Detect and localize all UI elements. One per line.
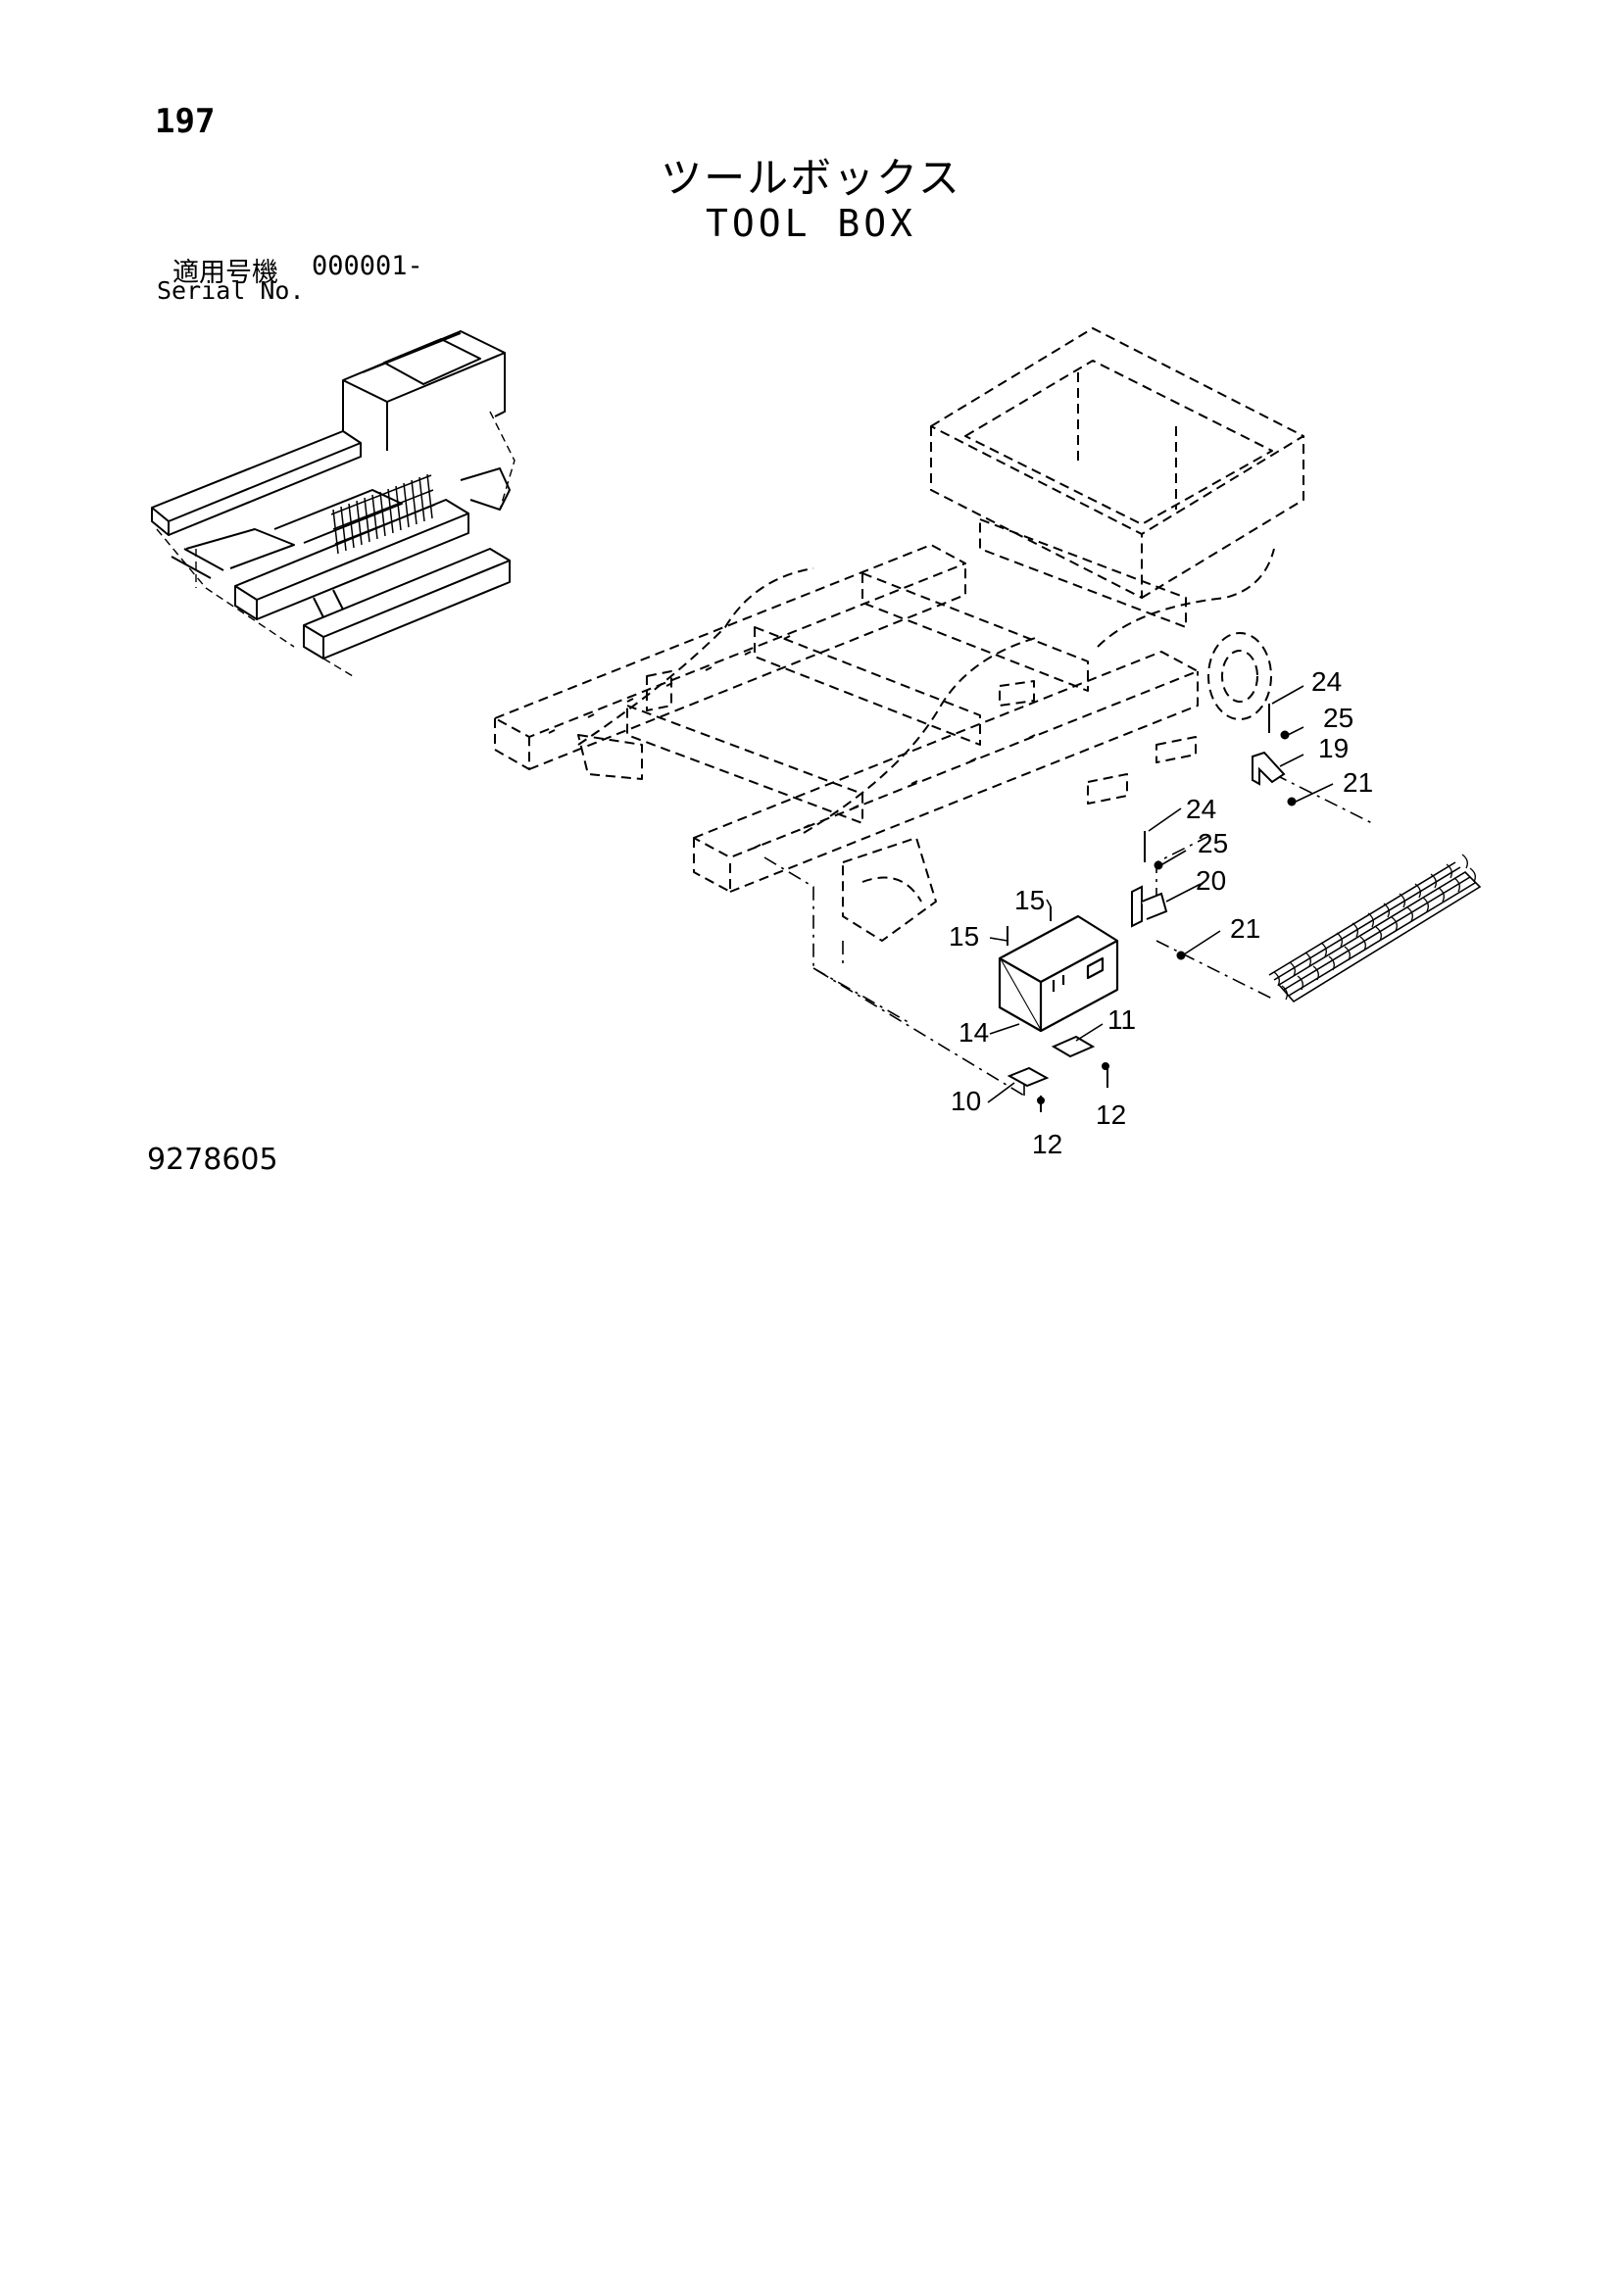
callout-24-lower: 24	[1186, 794, 1216, 824]
callout-25-lower: 25	[1198, 828, 1228, 858]
bracket-20	[1131, 885, 1168, 928]
callout-labels: 24 25 19 21 24 25 20 21 15 15 14 11 10 1…	[949, 666, 1373, 1159]
callout-21-upper: 21	[1343, 767, 1373, 798]
callout-19: 19	[1318, 733, 1349, 763]
callout-12-right: 12	[1096, 1099, 1126, 1130]
callout-leaders	[987, 685, 1334, 1103]
callout-25-upper: 25	[1323, 703, 1353, 733]
callout-20: 20	[1196, 865, 1226, 896]
page-number: 197	[155, 102, 216, 141]
callout-21-lower: 21	[1230, 913, 1260, 944]
callout-15-left: 15	[949, 921, 979, 952]
bolts	[1007, 704, 1297, 1112]
callout-24-upper: 24	[1311, 666, 1342, 697]
callout-14: 14	[958, 1017, 989, 1048]
tool-box	[998, 914, 1119, 1033]
serial-label-japanese: 適用号機	[172, 258, 278, 288]
undercarriage-frame	[494, 327, 1304, 942]
overview-thumbnail	[151, 330, 511, 659]
bracket-10	[1007, 1066, 1050, 1088]
serial-value: 000001-	[312, 251, 423, 281]
tool-bundle	[1268, 854, 1482, 1003]
callout-10: 10	[951, 1086, 981, 1116]
callout-15-right: 15	[1014, 885, 1045, 915]
serial-label-english: Serial No.	[157, 276, 305, 305]
callout-11: 11	[1107, 1004, 1136, 1035]
page-title-english: TOOL BOX	[705, 202, 917, 245]
bracket-11	[1051, 1035, 1096, 1058]
page-title-japanese: ツールボックス	[661, 154, 961, 202]
bracket-19	[1252, 751, 1286, 786]
callout-12-left: 12	[1032, 1129, 1062, 1159]
overview-thumbnail-hatch	[330, 473, 436, 555]
overview-thumbnail-outline	[156, 411, 516, 677]
drawing-number: 9278605	[147, 1143, 278, 1177]
